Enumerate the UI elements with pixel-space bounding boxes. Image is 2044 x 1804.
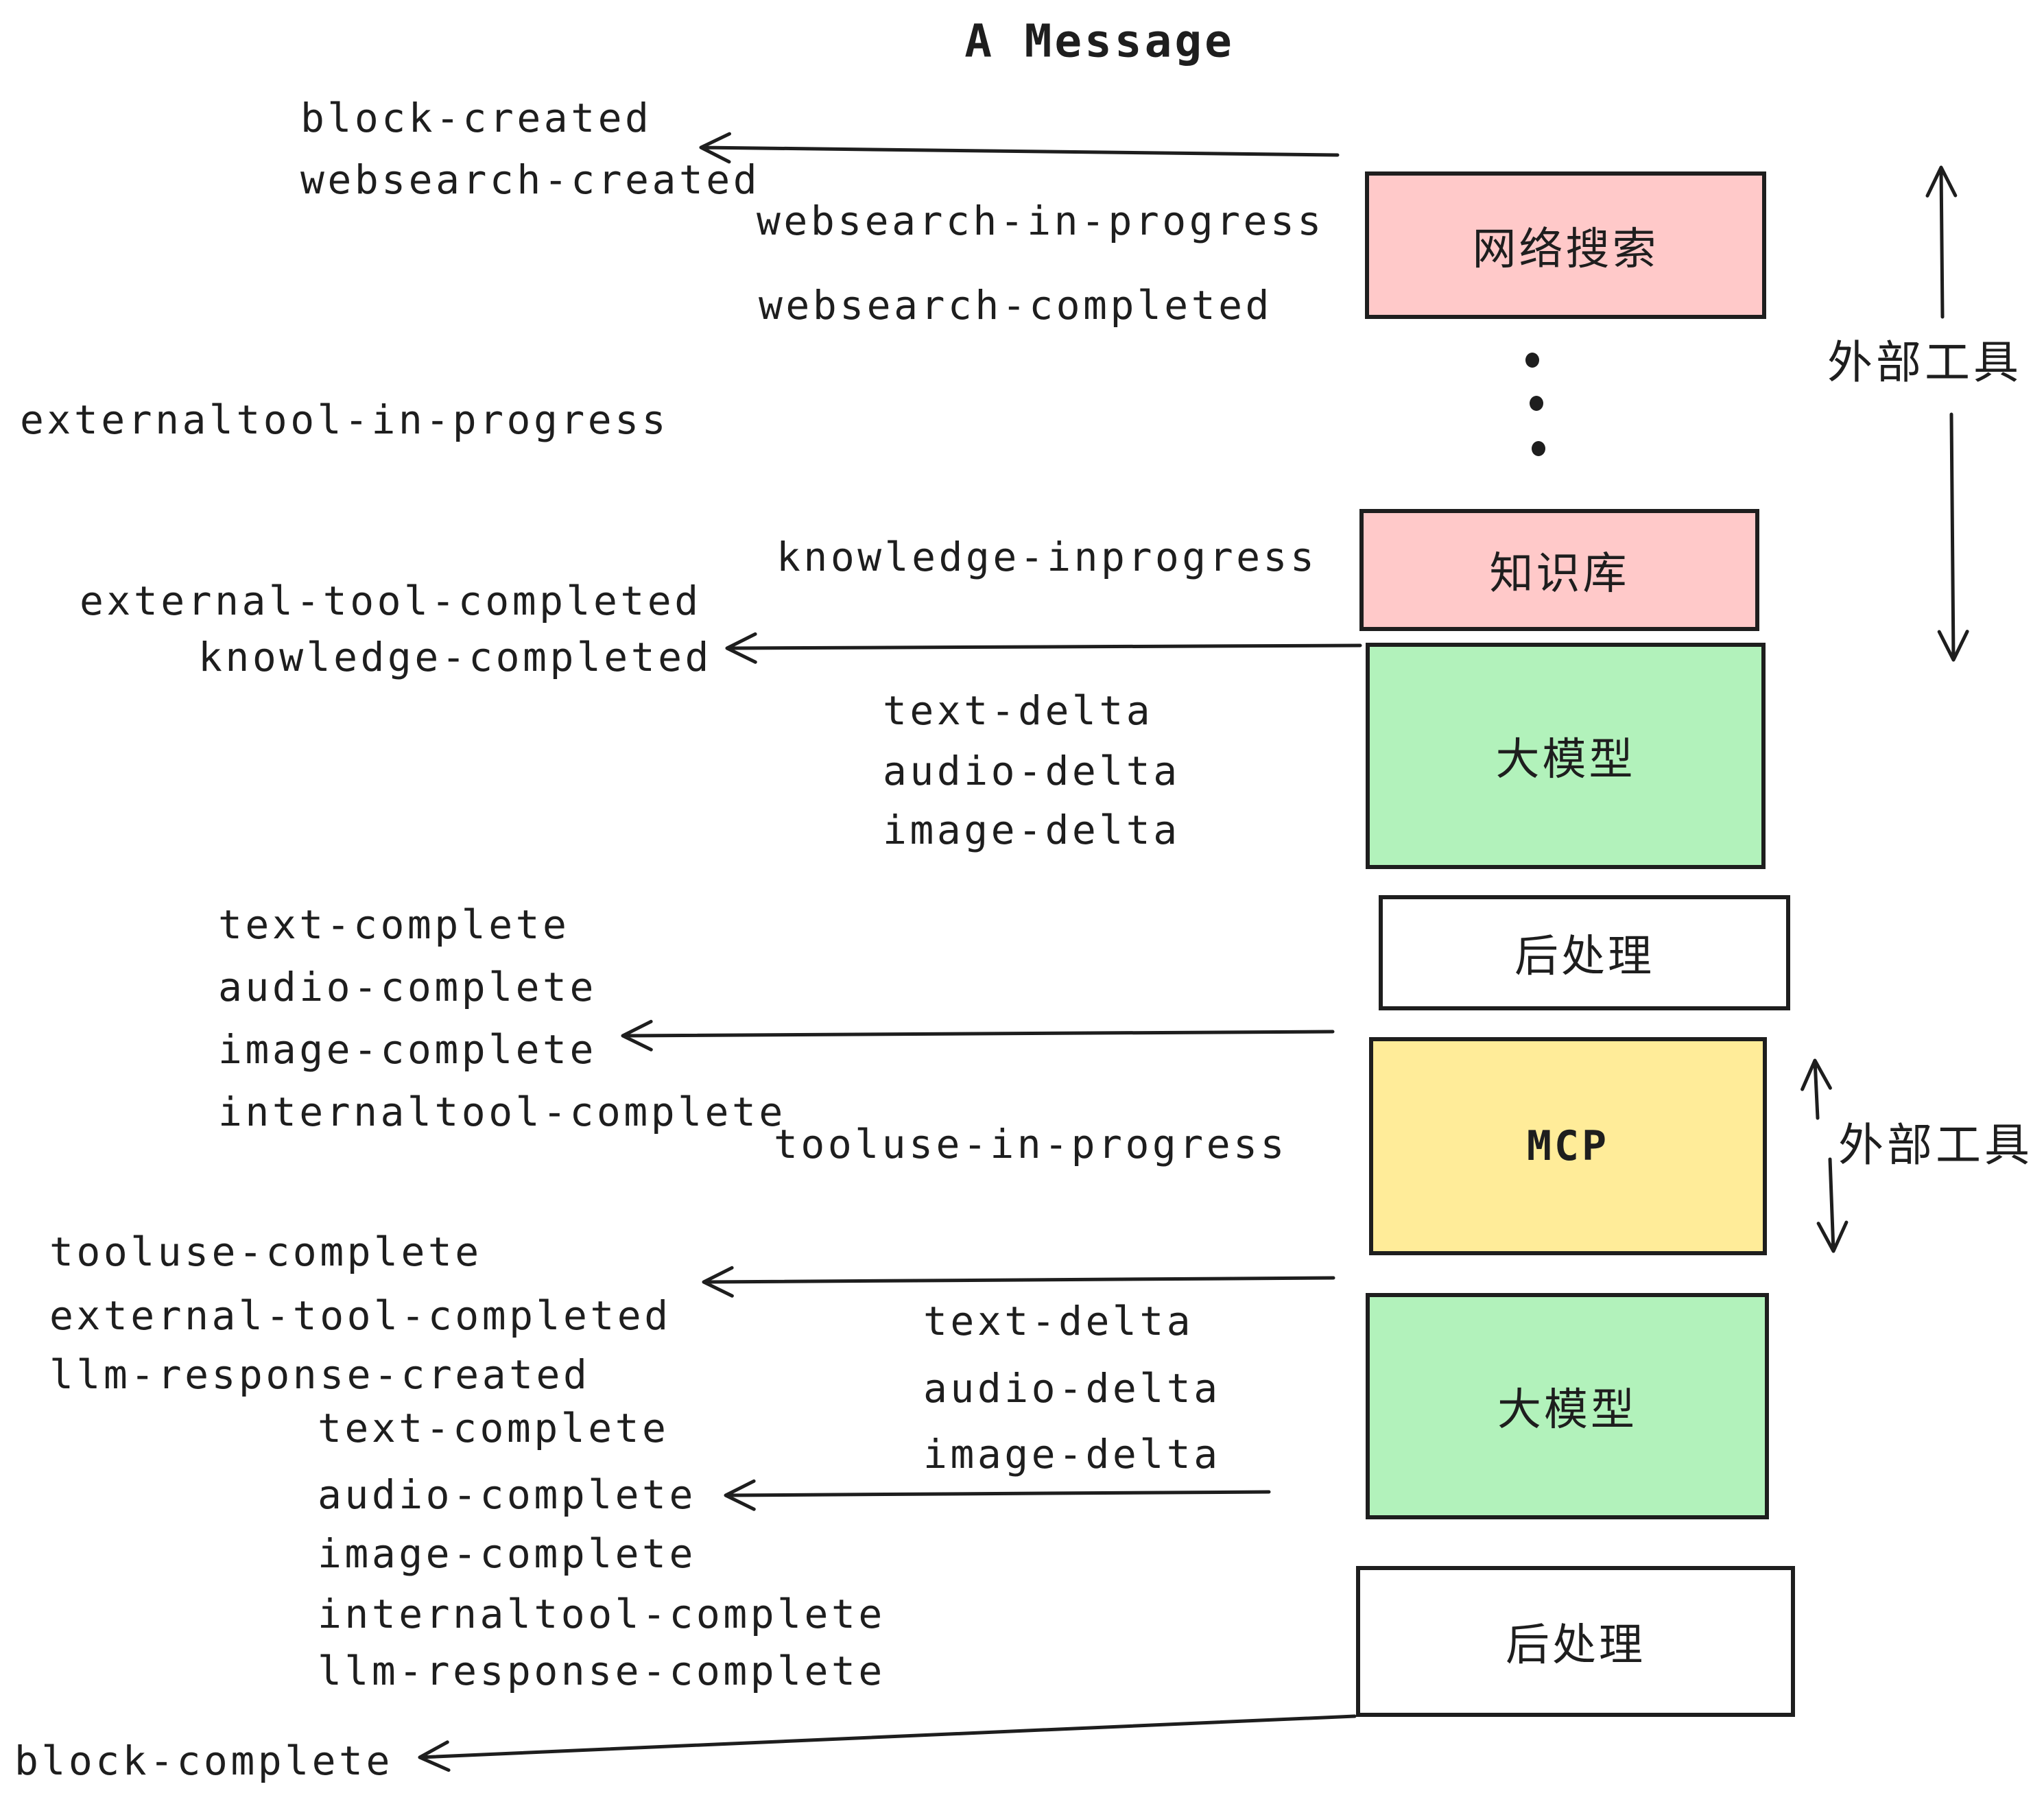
ellipsis-dot-2 [1530, 396, 1543, 411]
stage-box-mcp: MCP [1369, 1037, 1767, 1255]
external-tools-2-up-arrow [1801, 1058, 1832, 1120]
external-tools-1-down-arrow [1937, 412, 1969, 662]
stage-box-websearch: 网络搜索 [1365, 171, 1766, 319]
event-label-image-delta-1: image-delta [883, 807, 1180, 853]
event-label-external-tool-completed-1: external-tool-completed [80, 578, 702, 624]
event-label-text-delta-2: text-delta [923, 1298, 1194, 1344]
side-label-external-tools-2: 外部工具 [1838, 1119, 2033, 1172]
stage-box-post-2: 后处理 [1356, 1566, 1795, 1717]
event-label-external-tool-completed-2: external-tool-completed [49, 1292, 672, 1339]
event-label-block-complete: block-complete [14, 1737, 393, 1784]
event-label-websearch-created: websearch-created [300, 156, 761, 203]
ellipsis-dot-1 [1525, 353, 1539, 368]
event-label-knowledge-inprogress: knowledge-inprogress [776, 534, 1318, 580]
arrow-to-image-complete [621, 1019, 1335, 1052]
stage-box-llm-2: 大模型 [1366, 1293, 1769, 1519]
arrow-to-tooluse-complete [702, 1266, 1335, 1298]
stage-label-post-1: 后处理 [1514, 931, 1654, 982]
event-label-internaltool-complete-2: internaltool-complete [318, 1591, 886, 1637]
event-label-text-complete-1: text-complete [218, 901, 570, 948]
event-label-llm-response-created: llm-response-created [49, 1351, 591, 1398]
ellipsis-dot-3 [1532, 441, 1545, 456]
event-label-websearch-completed: websearch-completed [759, 282, 1272, 329]
arrow-to-websearch-created [699, 132, 1340, 164]
stage-box-post-1: 后处理 [1379, 895, 1790, 1010]
stage-label-websearch: 网络搜索 [1472, 224, 1659, 275]
event-label-image-complete-2: image-complete [318, 1530, 696, 1577]
stage-label-mcp: MCP [1526, 1122, 1610, 1170]
event-label-tooluse-complete: tooluse-complete [49, 1229, 482, 1275]
event-label-image-delta-2: image-delta [923, 1431, 1221, 1477]
event-label-llm-response-complete: llm-response-complete [318, 1648, 886, 1694]
stage-box-knowledge: 知识库 [1359, 509, 1759, 631]
stage-label-post-2: 后处理 [1506, 1620, 1645, 1671]
arrow-to-audio-complete [724, 1479, 1271, 1511]
event-label-audio-delta-2: audio-delta [923, 1365, 1221, 1412]
stage-label-llm-1: 大模型 [1495, 735, 1636, 785]
arrow-to-knowledge-completed [725, 632, 1362, 664]
event-label-text-complete-2: text-complete [318, 1405, 669, 1451]
event-label-tooluse-in-progress: tooluse-in-progress [774, 1121, 1287, 1167]
event-label-websearch-in-progress: websearch-in-progress [757, 198, 1324, 244]
event-label-externaltool-in-progress: externaltool-in-progress [20, 396, 669, 443]
stage-label-knowledge: 知识库 [1489, 549, 1630, 600]
event-label-audio-complete-2: audio-complete [318, 1471, 696, 1518]
event-label-block-created: block-created [300, 95, 652, 141]
event-label-text-delta-1: text-delta [883, 687, 1154, 734]
stage-label-llm-2: 大模型 [1497, 1385, 1637, 1436]
side-label-external-tools-1: 外部工具 [1827, 336, 2022, 389]
diagram-title: A Message [964, 14, 1235, 68]
event-label-knowledge-completed: knowledge-completed [198, 634, 712, 680]
external-tools-1-up-arrow [1925, 165, 1958, 319]
event-label-image-complete-1: image-complete [218, 1026, 597, 1073]
arrow-to-block-complete [418, 1714, 1357, 1772]
event-label-internaltool-complete-1: internaltool-complete [218, 1089, 786, 1135]
event-label-audio-complete-1: audio-complete [218, 964, 597, 1010]
event-label-audio-delta-1: audio-delta [883, 748, 1180, 794]
stage-box-llm-1: 大模型 [1366, 643, 1766, 869]
